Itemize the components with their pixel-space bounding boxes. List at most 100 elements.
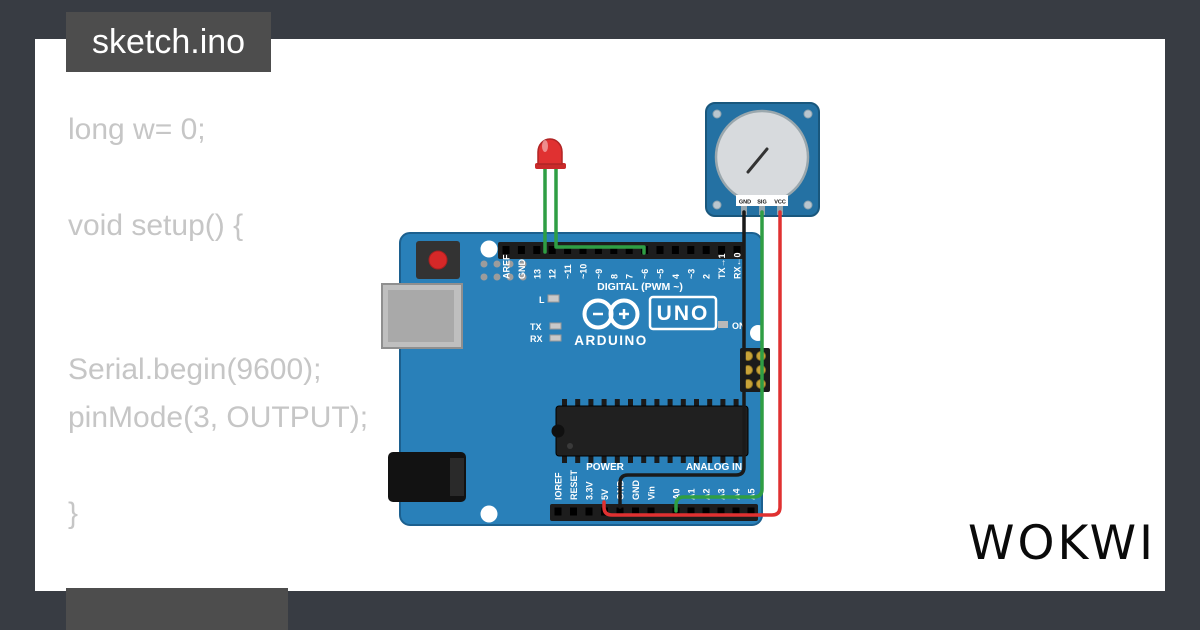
pin-hole[interactable] bbox=[502, 246, 510, 254]
pin-hole[interactable] bbox=[533, 246, 541, 254]
pin-hole[interactable] bbox=[687, 507, 695, 516]
pot-knob-indicator bbox=[746, 147, 769, 174]
pot-screw bbox=[803, 109, 813, 119]
pin-label: A1 bbox=[687, 488, 697, 500]
pin-label: ~3 bbox=[686, 269, 696, 279]
wire-led-anode-green[interactable] bbox=[554, 165, 646, 255]
model-label: UNO bbox=[657, 302, 710, 325]
pin-hole[interactable] bbox=[671, 246, 679, 254]
pin-hole[interactable] bbox=[579, 246, 587, 254]
potentiometer[interactable]: GND SIG VCC bbox=[705, 102, 820, 217]
pin-hole[interactable] bbox=[687, 246, 695, 254]
mounting-hole bbox=[480, 505, 498, 523]
solder-pad bbox=[506, 260, 514, 268]
wokwi-logo: WOKWI bbox=[968, 516, 1156, 571]
pin-hole[interactable] bbox=[610, 246, 618, 254]
model-badge: UNO bbox=[648, 295, 718, 331]
pin-label: IOREF bbox=[554, 472, 564, 500]
rx-led-indicator bbox=[549, 334, 562, 342]
pin-hole[interactable] bbox=[570, 507, 577, 516]
reset-button[interactable] bbox=[416, 241, 460, 279]
code-line: void setup() { bbox=[68, 209, 244, 242]
solder-pads bbox=[480, 260, 527, 281]
pin-hole[interactable] bbox=[616, 507, 624, 516]
chip-leg bbox=[601, 455, 607, 463]
pin-hole[interactable] bbox=[517, 246, 525, 254]
pin-label: A4 bbox=[732, 488, 742, 500]
pin-hole[interactable] bbox=[564, 246, 572, 254]
pin-label: ~11 bbox=[563, 264, 573, 279]
solder-pad bbox=[493, 260, 501, 268]
pot-screw bbox=[803, 200, 813, 210]
led[interactable] bbox=[535, 138, 566, 169]
chip-leg bbox=[628, 455, 633, 463]
filename-box: sketch.ino bbox=[66, 12, 272, 72]
code-line: Serial.begin(9600); bbox=[68, 353, 322, 386]
pin-label: 13 bbox=[532, 269, 542, 279]
chip-leg bbox=[667, 399, 673, 407]
chip-leg bbox=[733, 399, 739, 407]
tx-led-indicator bbox=[549, 322, 562, 330]
chip-leg bbox=[720, 455, 726, 463]
solder-pad bbox=[480, 273, 488, 281]
pin-label: 12 bbox=[548, 269, 558, 279]
solder-pad bbox=[480, 260, 488, 268]
reset-button-cap[interactable] bbox=[428, 250, 448, 270]
pin-hole[interactable] bbox=[702, 507, 710, 516]
pin-label: A0 bbox=[672, 488, 682, 500]
pin-hole[interactable] bbox=[585, 507, 593, 516]
pin-label: ~9 bbox=[594, 269, 604, 279]
chip-leg bbox=[667, 455, 673, 463]
pin-label: TX→1 bbox=[717, 253, 727, 279]
pin-hole[interactable] bbox=[733, 246, 741, 254]
pin-hole[interactable] bbox=[632, 507, 639, 516]
rx-label: RX bbox=[530, 334, 543, 344]
led-body[interactable] bbox=[537, 138, 563, 165]
pin-hole[interactable] bbox=[554, 507, 562, 516]
chip-leg bbox=[641, 399, 647, 407]
pot-pin[interactable] bbox=[759, 205, 765, 215]
pin-hole[interactable] bbox=[702, 246, 710, 254]
wire-pot-sig-green[interactable] bbox=[674, 210, 764, 513]
power-jack bbox=[388, 452, 466, 502]
pin-label: A5 bbox=[747, 488, 757, 500]
chip-leg bbox=[588, 399, 594, 407]
pin-label: ~6 bbox=[640, 269, 650, 279]
pin-label: 8 bbox=[609, 274, 619, 279]
pot-screw bbox=[712, 109, 722, 119]
solder-pad bbox=[493, 273, 501, 281]
pin-hole[interactable] bbox=[647, 507, 655, 516]
pin-hole[interactable] bbox=[548, 246, 556, 254]
wire-pot-gnd-black[interactable] bbox=[618, 210, 746, 509]
mcu-chip bbox=[551, 399, 749, 463]
pin-hole[interactable] bbox=[656, 246, 664, 254]
solder-pad bbox=[519, 273, 527, 281]
chip-leg bbox=[720, 399, 726, 407]
pin-hole[interactable] bbox=[717, 507, 725, 516]
pin-hole[interactable] bbox=[594, 246, 602, 254]
pot-pin[interactable] bbox=[777, 205, 783, 215]
chip-leg bbox=[707, 399, 713, 407]
chip-leg bbox=[733, 455, 739, 463]
usb-connector bbox=[381, 283, 463, 349]
led-l-label: L bbox=[539, 295, 545, 305]
wires[interactable] bbox=[543, 165, 782, 517]
wire-pot-vcc-red[interactable] bbox=[602, 210, 782, 517]
l-led-indicator bbox=[547, 294, 560, 303]
power-section-label: POWER bbox=[586, 462, 625, 473]
pot-vcc-label: VCC bbox=[774, 200, 786, 206]
pin-label: GND bbox=[517, 259, 527, 280]
pin-hole[interactable] bbox=[732, 507, 740, 516]
code-line: pinMode(3, OUTPUT); bbox=[68, 401, 369, 434]
pin-hole[interactable] bbox=[747, 507, 755, 516]
pin-hole[interactable] bbox=[718, 246, 726, 254]
pin-label: AREF bbox=[502, 254, 512, 279]
chip-leg bbox=[601, 399, 607, 407]
pin-hole[interactable] bbox=[625, 246, 633, 254]
pin-label: A3 bbox=[717, 488, 727, 500]
pin-label: A2 bbox=[702, 488, 712, 500]
pot-pin[interactable] bbox=[741, 205, 747, 215]
